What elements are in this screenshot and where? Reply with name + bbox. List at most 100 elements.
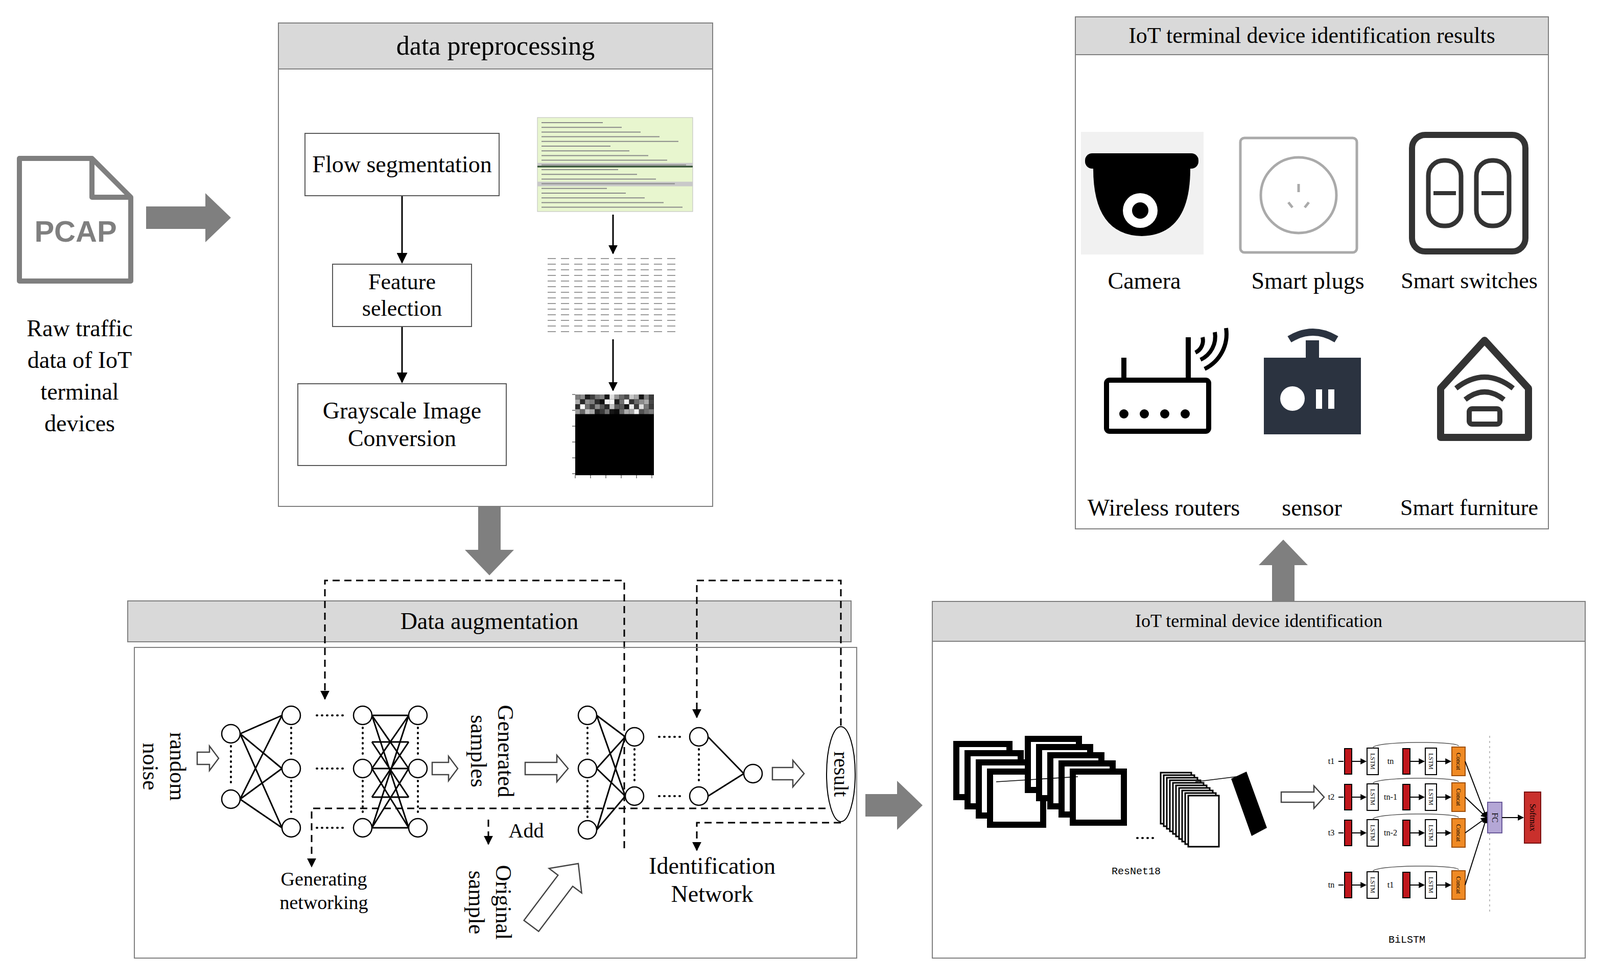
capture-row <box>541 173 638 175</box>
matrix-cell <box>600 280 609 282</box>
pixel <box>594 409 600 415</box>
wifi-wave <box>1195 337 1204 353</box>
matrix-cell <box>547 280 556 282</box>
capture-row <box>541 150 630 152</box>
pixel <box>609 409 615 415</box>
panel-header: IoT terminal device identification <box>931 600 1586 642</box>
bilstm-link <box>1436 832 1451 834</box>
capture-row <box>541 145 611 147</box>
switch-icon <box>1412 134 1526 252</box>
matrix-cell <box>627 297 636 299</box>
house-icon <box>1440 340 1529 438</box>
pixel <box>624 409 630 415</box>
file-fold <box>91 158 131 198</box>
matrix-cell <box>653 319 663 321</box>
matrix-cell <box>547 308 556 310</box>
concat-block <box>1451 782 1466 812</box>
matrix-cell <box>574 331 583 333</box>
text-label: Concat <box>1454 752 1463 770</box>
wifi-wave <box>1200 332 1216 360</box>
ellipsis-dots <box>316 826 348 829</box>
capture-row <box>541 140 679 143</box>
matrix-cell <box>614 257 623 260</box>
ellipsis-dots <box>659 794 685 797</box>
matrix-cell <box>667 269 676 271</box>
matrix-cell <box>574 286 583 288</box>
text-label: sensor <box>1281 493 1343 522</box>
feature-link <box>1195 776 1237 782</box>
matrix-cell <box>627 302 636 304</box>
panel: data preprocessingFlow segmentationFeatu… <box>277 22 714 507</box>
bilstm-link <box>1338 884 1344 886</box>
bilstm-link <box>1351 796 1367 798</box>
matrix-cell <box>640 280 649 282</box>
capture-row <box>541 131 641 133</box>
dashed-feedback <box>696 822 841 851</box>
capture-screenshot <box>537 117 693 212</box>
pixel <box>599 404 605 410</box>
matrix-cell <box>653 331 663 333</box>
capture-row <box>541 178 656 180</box>
capture-row <box>541 154 649 156</box>
flow-arrow <box>865 780 923 830</box>
matrix-cell <box>560 302 570 304</box>
text-label: Concat <box>1454 788 1463 806</box>
hollow-arrow <box>525 755 569 782</box>
pixel <box>619 409 625 415</box>
text-label: LSTM <box>1427 876 1435 893</box>
network-link <box>240 715 282 734</box>
network-link <box>240 768 282 799</box>
neuron <box>408 706 428 725</box>
matrix-cell <box>574 319 583 321</box>
matrix-cell <box>574 308 583 310</box>
panel-body <box>931 641 1586 959</box>
matrix-cell <box>587 302 596 304</box>
camera-icon <box>1085 153 1199 169</box>
matrix-cell <box>653 257 663 260</box>
process-box: Flow segmentation <box>304 132 500 197</box>
neuron <box>578 820 597 839</box>
pixel <box>604 404 610 410</box>
axis-tick <box>620 475 622 479</box>
feature-map <box>1072 771 1124 823</box>
camera-lens <box>1132 202 1149 219</box>
pixel <box>639 394 645 400</box>
skip-link <box>1372 778 1459 784</box>
pixel <box>575 399 581 405</box>
text-label: Wireless routers <box>1087 493 1240 522</box>
matrix-cell <box>667 319 676 321</box>
matrix-cell <box>587 297 596 299</box>
matrix-cell <box>600 331 609 333</box>
pixel <box>580 394 586 400</box>
router-antenna <box>1121 357 1127 381</box>
capture-row <box>541 201 664 203</box>
input-vector <box>1344 819 1352 846</box>
pixel <box>614 409 620 415</box>
pixel <box>590 409 596 415</box>
matrix-cell <box>653 308 663 310</box>
neuron-dots <box>361 780 364 816</box>
matrix-cell <box>600 319 609 321</box>
pixel <box>604 394 610 400</box>
text-label: tn <box>1328 879 1335 890</box>
sensor-bar <box>1328 389 1335 409</box>
matrix-cell <box>547 325 556 327</box>
capture-row <box>541 136 660 138</box>
input-vector <box>1402 748 1410 774</box>
matrix-cell <box>614 325 623 327</box>
matrix-cell <box>587 286 596 288</box>
pixel <box>639 399 645 405</box>
pixel <box>594 394 600 400</box>
sensor-signal <box>1289 332 1337 340</box>
network-link <box>371 741 409 743</box>
bilstm-link <box>1409 832 1425 834</box>
pixel <box>580 409 586 415</box>
pixel <box>648 409 654 415</box>
neuron <box>281 759 301 778</box>
pixel <box>643 394 649 400</box>
network-link <box>708 773 744 796</box>
matrix-cell <box>640 308 649 310</box>
axis-tick <box>572 473 576 475</box>
wifi-wave <box>1204 327 1227 369</box>
matrix-cell <box>667 286 676 288</box>
